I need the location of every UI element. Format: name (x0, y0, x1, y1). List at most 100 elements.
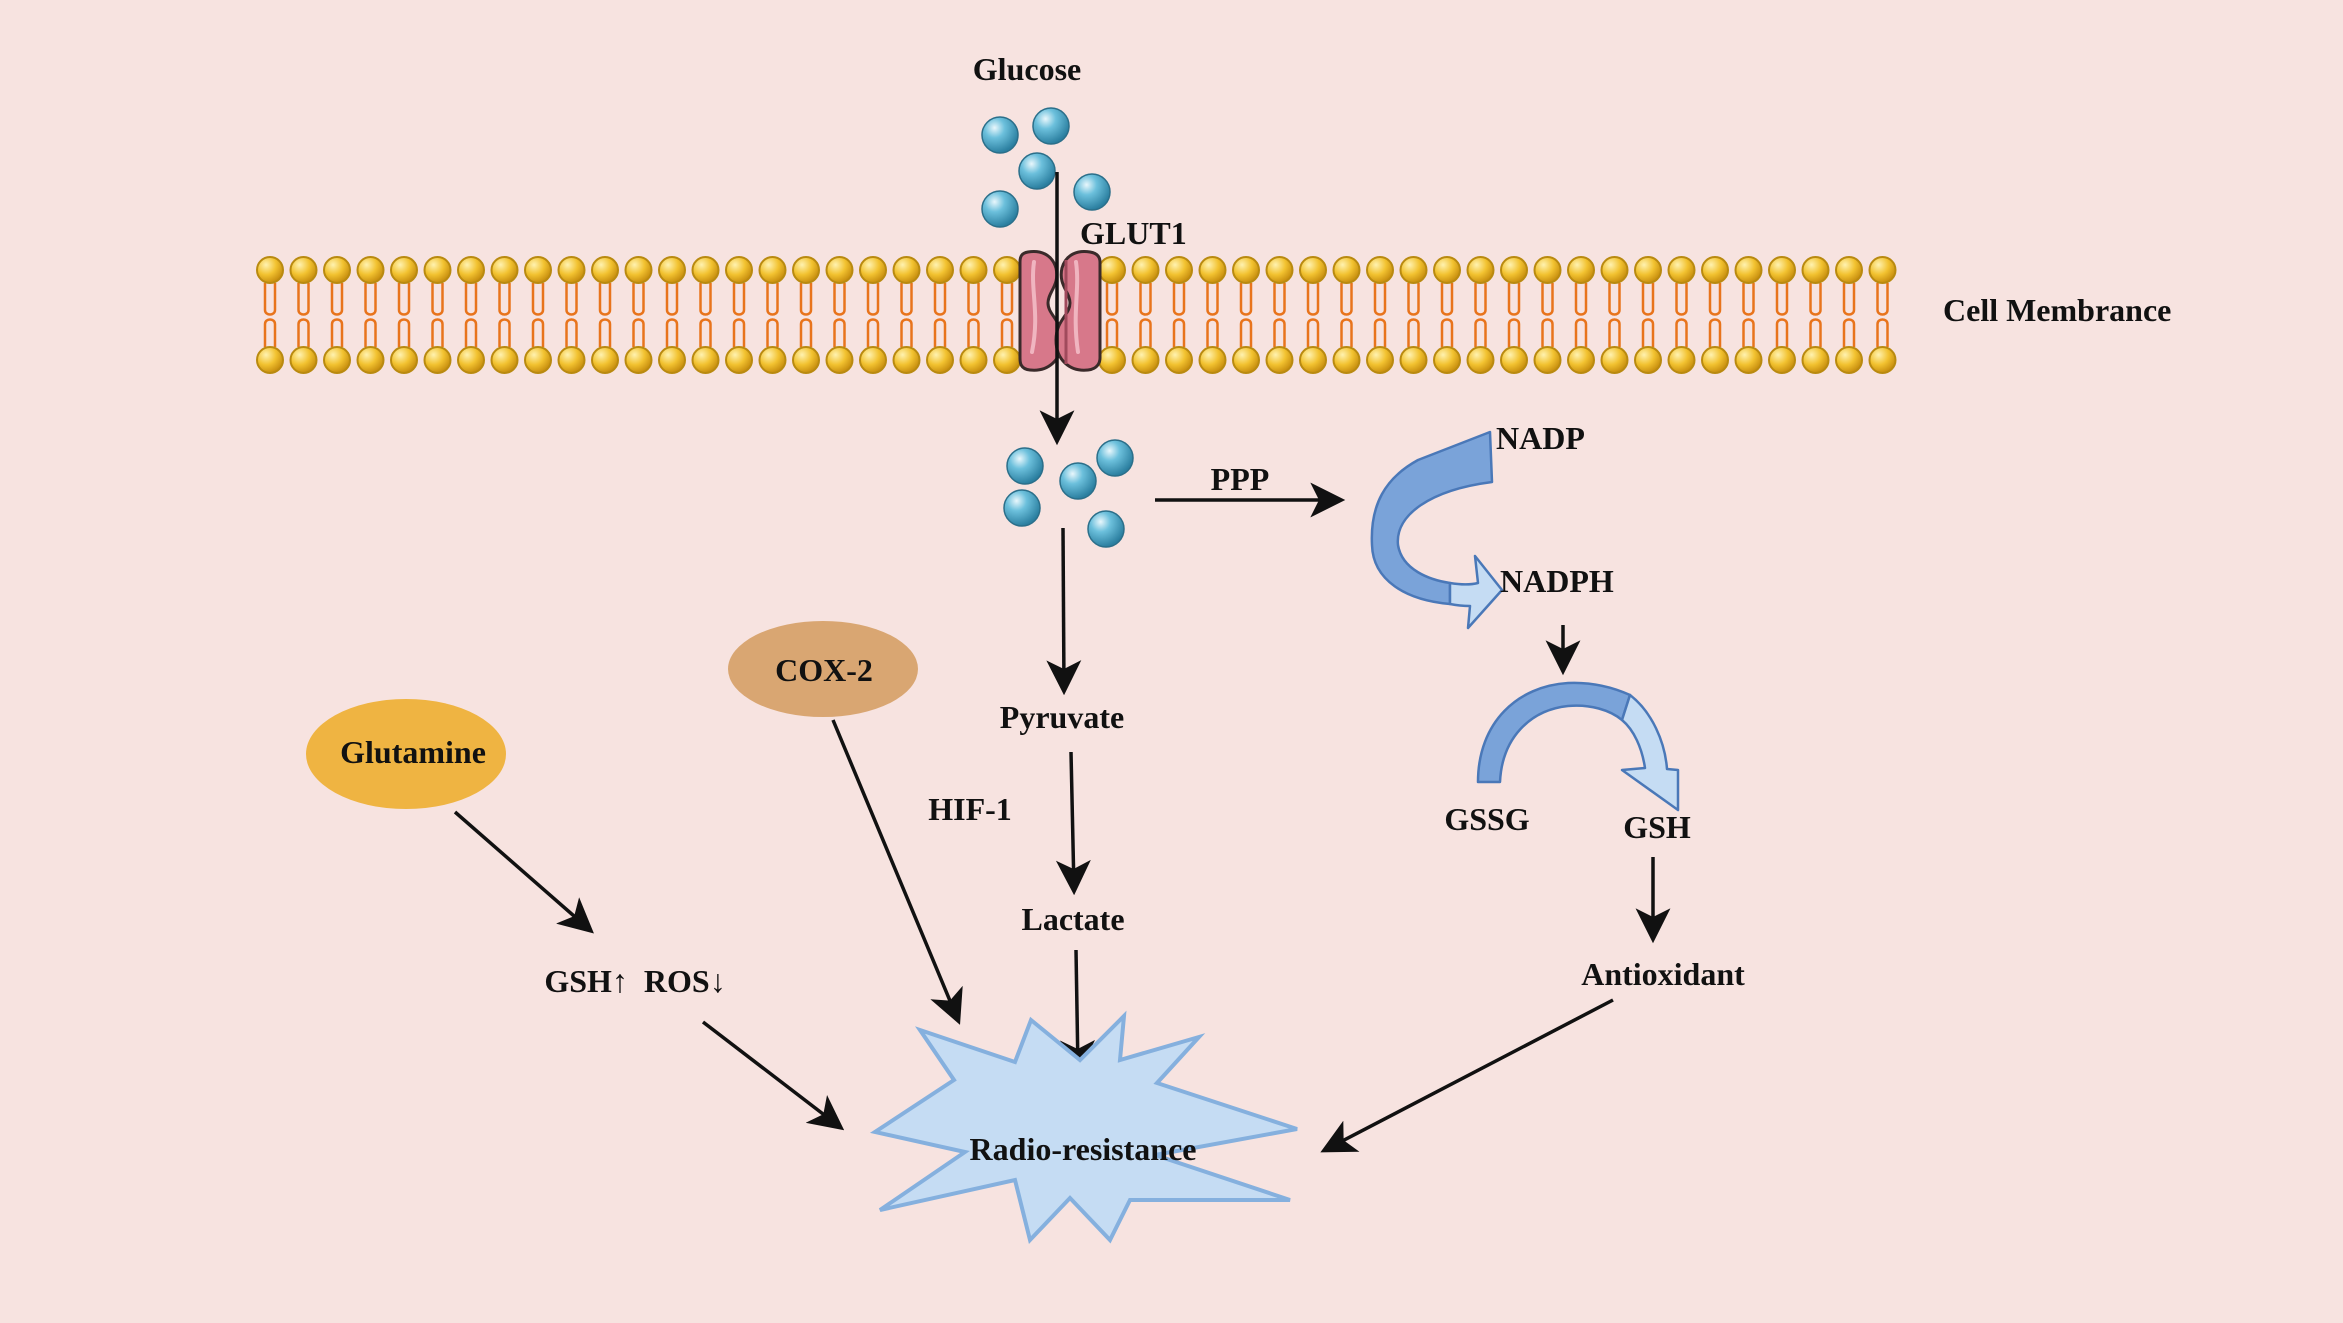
arrow-glutamine-to-gsh (453, 810, 594, 934)
lipid-tail (1507, 283, 1521, 347)
lipid-head (1265, 256, 1294, 284)
glutamine-label: Glutamine (340, 734, 486, 770)
lipid-head (524, 256, 552, 284)
nadp-label: NADP (1496, 420, 1585, 456)
lipid-head (1299, 256, 1327, 284)
lipid-head (658, 346, 686, 374)
lipid-tail (1340, 283, 1353, 347)
lipid-head (323, 346, 351, 374)
lipid-head (1533, 346, 1562, 374)
glutamine-ellipse (306, 699, 506, 809)
glucose-molecule-icon (1059, 462, 1097, 500)
lipid-head (1131, 256, 1160, 284)
lipid-tail (263, 283, 277, 347)
glut1-label: GLUT1 (1080, 215, 1187, 251)
lipid-head (1835, 346, 1863, 374)
lipid-head (1198, 346, 1227, 374)
lipid-tail (364, 283, 377, 347)
glucose-molecules-outside (981, 107, 1111, 228)
arrow-lactate-to-resistance (1060, 949, 1096, 1076)
gsh-label: GSH (1623, 809, 1691, 845)
lipid-head (1399, 256, 1428, 284)
lipid-tail (1139, 283, 1152, 347)
glucose-molecules-inside (1003, 439, 1134, 548)
lipid-head (892, 256, 921, 284)
lipid-head (892, 346, 921, 374)
glucose-molecule-icon (981, 190, 1019, 228)
lipid-head (490, 346, 519, 374)
lipid-head (1366, 256, 1394, 284)
glucose-molecule-icon (1032, 107, 1070, 145)
ppp-label: PPP (1211, 461, 1270, 497)
lipid-head (1768, 256, 1796, 284)
lipid-head (1265, 346, 1294, 374)
lipid-head (1332, 256, 1361, 284)
lipid-tail (531, 283, 545, 347)
lipid-head (1567, 256, 1595, 284)
lipid-head (959, 256, 988, 284)
glucose-molecule-icon (1087, 510, 1125, 548)
lipid-head (1098, 346, 1126, 374)
lipid-head (1600, 256, 1629, 284)
lipid-head (1667, 256, 1696, 284)
lipid-head (423, 346, 452, 374)
lipid-head (356, 346, 385, 374)
lipid-tail (900, 283, 913, 347)
lipid-tail (1876, 283, 1889, 347)
lipid-tail (632, 283, 645, 347)
lipid-tail (1306, 283, 1320, 347)
lipid-head (1165, 256, 1193, 284)
arrows (453, 172, 1671, 1153)
lipid-head (1868, 256, 1897, 284)
lipid-head (423, 256, 452, 284)
lipid-tail (1541, 283, 1554, 347)
lipid-head (1701, 256, 1729, 284)
lipid-head (256, 346, 284, 374)
glucose-molecule-icon (1073, 173, 1111, 211)
arrow-to-lactate (1055, 751, 1091, 896)
lipid-head (1433, 346, 1461, 374)
lipid-tail (330, 283, 344, 347)
lipid-head (256, 256, 284, 284)
lipid-head (926, 256, 954, 284)
lipid-head (1634, 346, 1662, 374)
lipid-head (1500, 256, 1528, 284)
lipid-tail (1809, 283, 1822, 347)
lipid-tail (1273, 283, 1286, 347)
lipid-head (1567, 346, 1595, 374)
lipid-head (1466, 256, 1495, 284)
lipid-head (959, 346, 988, 374)
lipid-head (457, 256, 485, 284)
lipid-head (356, 256, 385, 284)
lipid-tail (933, 283, 947, 347)
lipid-head (390, 256, 418, 284)
lipid-tail (1407, 283, 1420, 347)
cycle-arrow-icon (1370, 430, 1504, 630)
lipid-head (859, 346, 887, 374)
lipid-head (1098, 256, 1126, 284)
lipid-tail (665, 283, 679, 347)
lipid-head (1131, 346, 1160, 374)
lipid-head (658, 256, 686, 284)
lipid-head (758, 346, 787, 374)
lipid-head (825, 256, 854, 284)
lipid-head (457, 346, 485, 374)
lipid-head (1600, 346, 1629, 374)
lipid-head (993, 256, 1021, 284)
lipid-tail (1608, 283, 1621, 347)
lipid-tail (1440, 283, 1454, 347)
lipid-head (591, 346, 619, 374)
lipid-head (1701, 346, 1729, 374)
lipid-tail (598, 283, 612, 347)
lipid-tail (766, 283, 779, 347)
lipid-head (825, 346, 854, 374)
lipid-head (1634, 256, 1662, 284)
lipid-head (624, 256, 653, 284)
lipid-tail (799, 283, 813, 347)
lipid-head (1868, 346, 1897, 374)
lipid-head (1332, 346, 1361, 374)
lipid-head (1533, 256, 1562, 284)
lipid-head (1232, 346, 1260, 374)
lipid-head (1366, 346, 1394, 374)
lipid-tail (397, 283, 411, 347)
